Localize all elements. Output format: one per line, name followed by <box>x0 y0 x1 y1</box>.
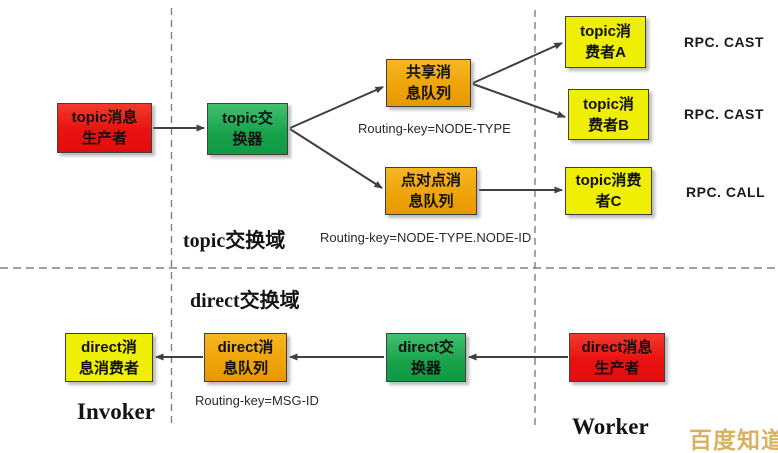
rpc-call-label-c: RPC. CALL <box>686 184 766 200</box>
arrow-shared-queue-to-consumer-a <box>472 42 563 84</box>
node-label: 点对点消 <box>400 172 461 189</box>
direct-domain-label: direct交换域 <box>190 290 300 312</box>
node-label: 生产者 <box>594 359 640 377</box>
node-label: direct交 <box>398 338 454 356</box>
routing-key-node-type: Routing-key=NODE-TYPE <box>358 121 511 136</box>
node-label: 息消费者 <box>78 359 139 377</box>
node-label: direct消 <box>81 338 137 356</box>
node-label: 费者A <box>585 44 626 61</box>
node-label: 换器 <box>232 131 263 148</box>
node-label: topic交 <box>222 110 273 127</box>
node-p2p-queue: 点对点消 息队列 <box>385 167 477 215</box>
topic-domain-label: topic交换域 <box>183 230 286 252</box>
node-label: topic消息 <box>71 109 138 126</box>
node-direct-queue: direct消 息队列 <box>204 333 287 382</box>
node-topic-exchange: topic交 换器 <box>207 103 288 155</box>
node-label: 息队列 <box>405 85 451 102</box>
arrow-exchange-to-shared-queue <box>289 86 384 129</box>
node-label: topic消费 <box>575 172 642 189</box>
node-label: topic消 <box>583 95 634 113</box>
baidu-zhidao-watermark: 百度知道 <box>689 427 778 453</box>
node-direct-consumer: direct消 息消费者 <box>65 333 153 382</box>
routing-key-node-type-node-id: Routing-key=NODE-TYPE.NODE-ID <box>320 230 532 245</box>
rpc-cast-label-a: RPC. CAST <box>684 34 764 50</box>
node-label: 换器 <box>410 359 441 377</box>
node-direct-exchange: direct交 换器 <box>386 333 466 382</box>
node-topic-consumer-a: topic消 费者A <box>565 16 646 68</box>
node-label: 费者B <box>588 116 629 134</box>
node-topic-consumer-b: topic消 费者B <box>568 89 649 140</box>
node-label: direct消息 <box>581 338 653 356</box>
node-topic-producer: topic消息 生产者 <box>57 103 152 153</box>
node-label: 息队列 <box>222 359 268 377</box>
node-label: 共享消 <box>405 64 451 81</box>
worker-label: Worker <box>572 414 649 439</box>
invoker-label: Invoker <box>77 399 155 424</box>
arrow-exchange-to-p2p-queue <box>289 128 383 189</box>
node-label: 者C <box>595 193 622 210</box>
node-shared-queue: 共享消 息队列 <box>386 59 471 107</box>
node-label: 生产者 <box>81 130 127 147</box>
rpc-cast-label-b: RPC. CAST <box>684 106 764 122</box>
node-direct-producer: direct消息 生产者 <box>569 333 665 382</box>
node-label: 息队列 <box>408 193 454 210</box>
node-label: topic消 <box>580 23 631 40</box>
node-topic-consumer-c: topic消费 者C <box>565 167 652 215</box>
node-label: direct消 <box>217 338 274 356</box>
routing-key-msg-id: Routing-key=MSG-ID <box>195 393 319 408</box>
arrow-shared-queue-to-consumer-b <box>472 83 566 118</box>
